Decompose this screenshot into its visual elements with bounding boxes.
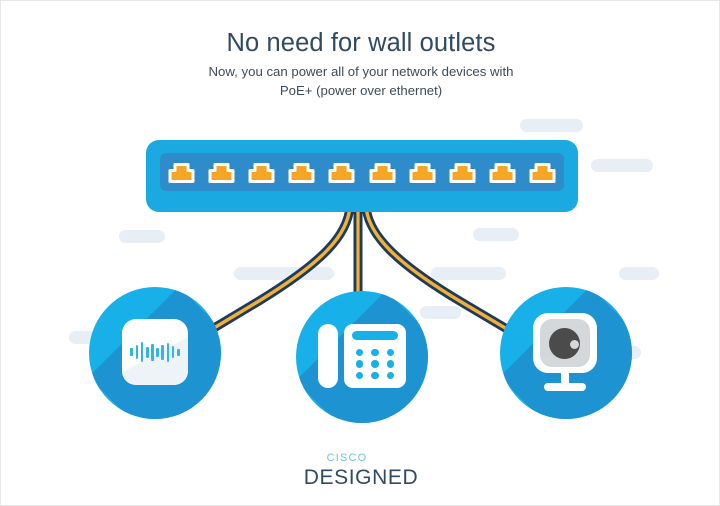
decor-pill-1 [520, 119, 583, 132]
cisco-designed-logo: CISCO DESIGNED [1, 452, 719, 490]
cisco-bar-9 [171, 346, 175, 358]
page-subtitle-line-2: PoE+ (power over ethernet) [279, 82, 443, 98]
phone-keypad [352, 347, 398, 381]
phone-key-8[interactable] [371, 371, 379, 380]
cisco-bar-3 [140, 342, 144, 362]
decor-pill-4 [234, 267, 334, 280]
phone-key-3[interactable] [386, 348, 395, 357]
cisco-bar-2 [135, 345, 139, 359]
switch-port-8[interactable] [448, 160, 477, 184]
cisco-bar-4 [145, 346, 149, 358]
device-access-point[interactable] [89, 287, 221, 419]
switch-port-1[interactable] [167, 160, 196, 184]
rj45-port-icon [489, 163, 516, 183]
rj45-port-icon [328, 163, 355, 183]
cisco-bar-7 [161, 344, 165, 360]
rj45-port-icon [409, 163, 436, 183]
switch-port-3[interactable] [247, 160, 276, 184]
rj45-port-icon [208, 163, 235, 183]
switch-port-9[interactable] [488, 160, 517, 184]
cisco-bar-8 [166, 342, 170, 362]
phone-key-2[interactable] [371, 348, 379, 357]
phone-screen [352, 331, 398, 340]
rj45-port-icon [449, 163, 476, 183]
rj45-port-icon [168, 163, 195, 183]
phone-key-5[interactable] [371, 360, 379, 368]
phone-key-9[interactable] [386, 371, 395, 380]
cisco-bars-icon [122, 319, 188, 385]
device-ip-phone[interactable] [296, 291, 428, 423]
page-subtitle-line-1: Now, you can power all of your network d… [208, 64, 514, 79]
phone-key-6[interactable] [386, 360, 395, 368]
decor-pill-2 [591, 159, 653, 172]
network-switch[interactable] [146, 140, 578, 212]
rj45-port-icon [248, 163, 275, 183]
switch-port-7[interactable] [408, 160, 437, 184]
rj45-port-icon [288, 163, 315, 183]
decor-pill-3 [119, 230, 165, 243]
switch-port-4[interactable] [287, 160, 316, 184]
camera-base [544, 383, 586, 391]
page-title: No need for wall outlets [226, 29, 496, 57]
device-security-camera[interactable] [500, 287, 632, 419]
camera-lens-glint [570, 340, 579, 349]
phone-key-1[interactable] [355, 348, 364, 357]
decor-pill-5 [431, 267, 506, 280]
phone-key-7[interactable] [355, 371, 364, 380]
cisco-bar-5 [151, 343, 154, 361]
switch-port-6[interactable] [368, 160, 397, 184]
phone-key-4[interactable] [355, 360, 364, 368]
switch-port-5[interactable] [327, 160, 356, 184]
rj45-port-icon [369, 163, 396, 183]
decor-pill-10 [619, 267, 659, 280]
rj45-port-icon [529, 163, 556, 183]
cisco-bar-1 [130, 348, 133, 356]
desk-phone-icon [296, 291, 428, 423]
camera-neck [561, 371, 569, 385]
cisco-bar-10 [177, 348, 180, 356]
decor-pill-7 [473, 228, 519, 241]
switch-port-10[interactable] [528, 160, 557, 184]
logo-designed-text: DESIGNED [303, 466, 419, 489]
cisco-bar-6 [156, 347, 159, 357]
switch-port-2[interactable] [207, 160, 236, 184]
page-subtitle: Now, you can power all of your network d… [1, 63, 719, 100]
access-point-icon [89, 287, 221, 419]
switch-port-panel [160, 153, 564, 191]
security-camera-icon [500, 287, 632, 419]
phone-handset [318, 324, 338, 388]
logo-cisco-text: CISCO [326, 452, 368, 464]
